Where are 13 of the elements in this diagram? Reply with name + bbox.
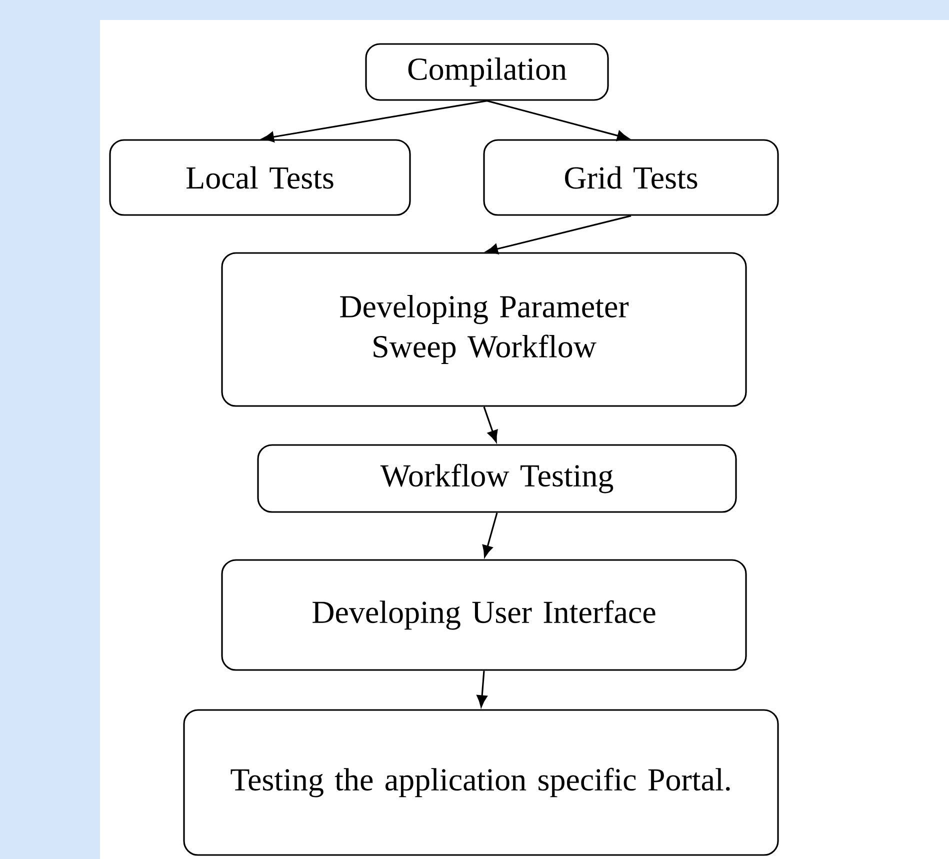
process-box: Compilation <box>365 43 609 101</box>
arrow <box>486 215 632 254</box>
arrow <box>482 512 498 558</box>
arrow <box>483 406 498 442</box>
process-box: Local Tests <box>109 139 411 216</box>
process-box: Developing Parameter Sweep Workflow <box>221 252 747 407</box>
process-box: Workflow Testing <box>257 444 737 513</box>
process-box: Grid Tests <box>483 139 779 216</box>
arrow <box>262 100 488 142</box>
process-box: Testing the application specific Portal. <box>183 709 779 856</box>
arrow <box>476 670 488 708</box>
arrow <box>486 100 629 141</box>
process-box: Developing User Interface <box>221 559 747 671</box>
